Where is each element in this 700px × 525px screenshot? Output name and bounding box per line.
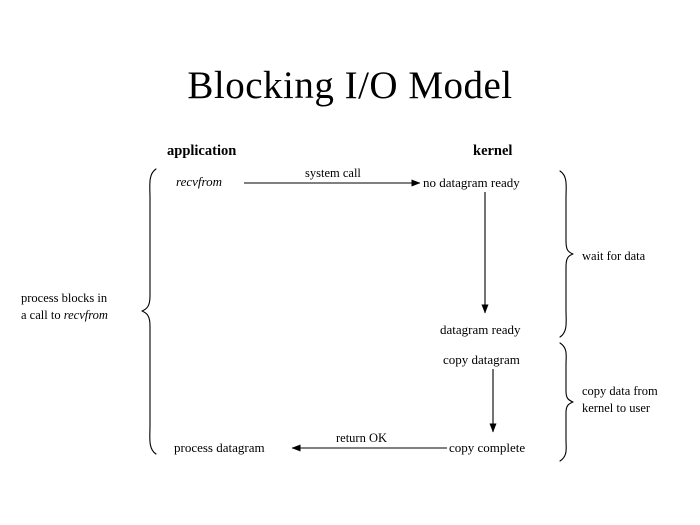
brace-label-copy-data-from-kernel-to-user: copy data from kernel to user bbox=[582, 383, 658, 417]
node-recvfrom: recvfrom bbox=[176, 174, 222, 189]
brace-label-copy-data-line2: kernel to user bbox=[582, 400, 651, 415]
edge-label-return-ok: return OK bbox=[336, 431, 388, 445]
brace-label-process-blocks-line2: a call to recvfrom bbox=[21, 307, 108, 324]
edge-label-system-call: system call bbox=[305, 166, 361, 180]
node-datagram-ready: datagram ready bbox=[440, 322, 521, 337]
column-header-kernel: kernel bbox=[473, 143, 513, 159]
brace-copy-data bbox=[559, 342, 574, 462]
page-title: Blocking I/O Model bbox=[187, 64, 513, 107]
brace-process-blocks bbox=[141, 168, 157, 455]
brace-label-process-blocks-line2-italic: recvfrom bbox=[63, 307, 108, 322]
brace-wait-for-data bbox=[559, 170, 574, 338]
brace-label-process-blocks-line1: process blocks in bbox=[21, 291, 108, 305]
node-process-datagram: process datagram bbox=[174, 440, 265, 455]
node-no-datagram-ready: no datagram ready bbox=[423, 175, 520, 190]
brace-label-copy-data-line1: copy data from bbox=[582, 384, 658, 398]
brace-label-wait-for-data: wait for data bbox=[582, 249, 646, 263]
column-header-application: application bbox=[167, 143, 237, 159]
node-copy-datagram: copy datagram bbox=[443, 352, 520, 367]
node-copy-complete: copy complete bbox=[449, 440, 526, 455]
brace-label-process-blocks-line2-prefix: a call to bbox=[21, 307, 64, 322]
brace-label-process-blocks: process blocks in a call to recvfrom bbox=[21, 290, 108, 324]
